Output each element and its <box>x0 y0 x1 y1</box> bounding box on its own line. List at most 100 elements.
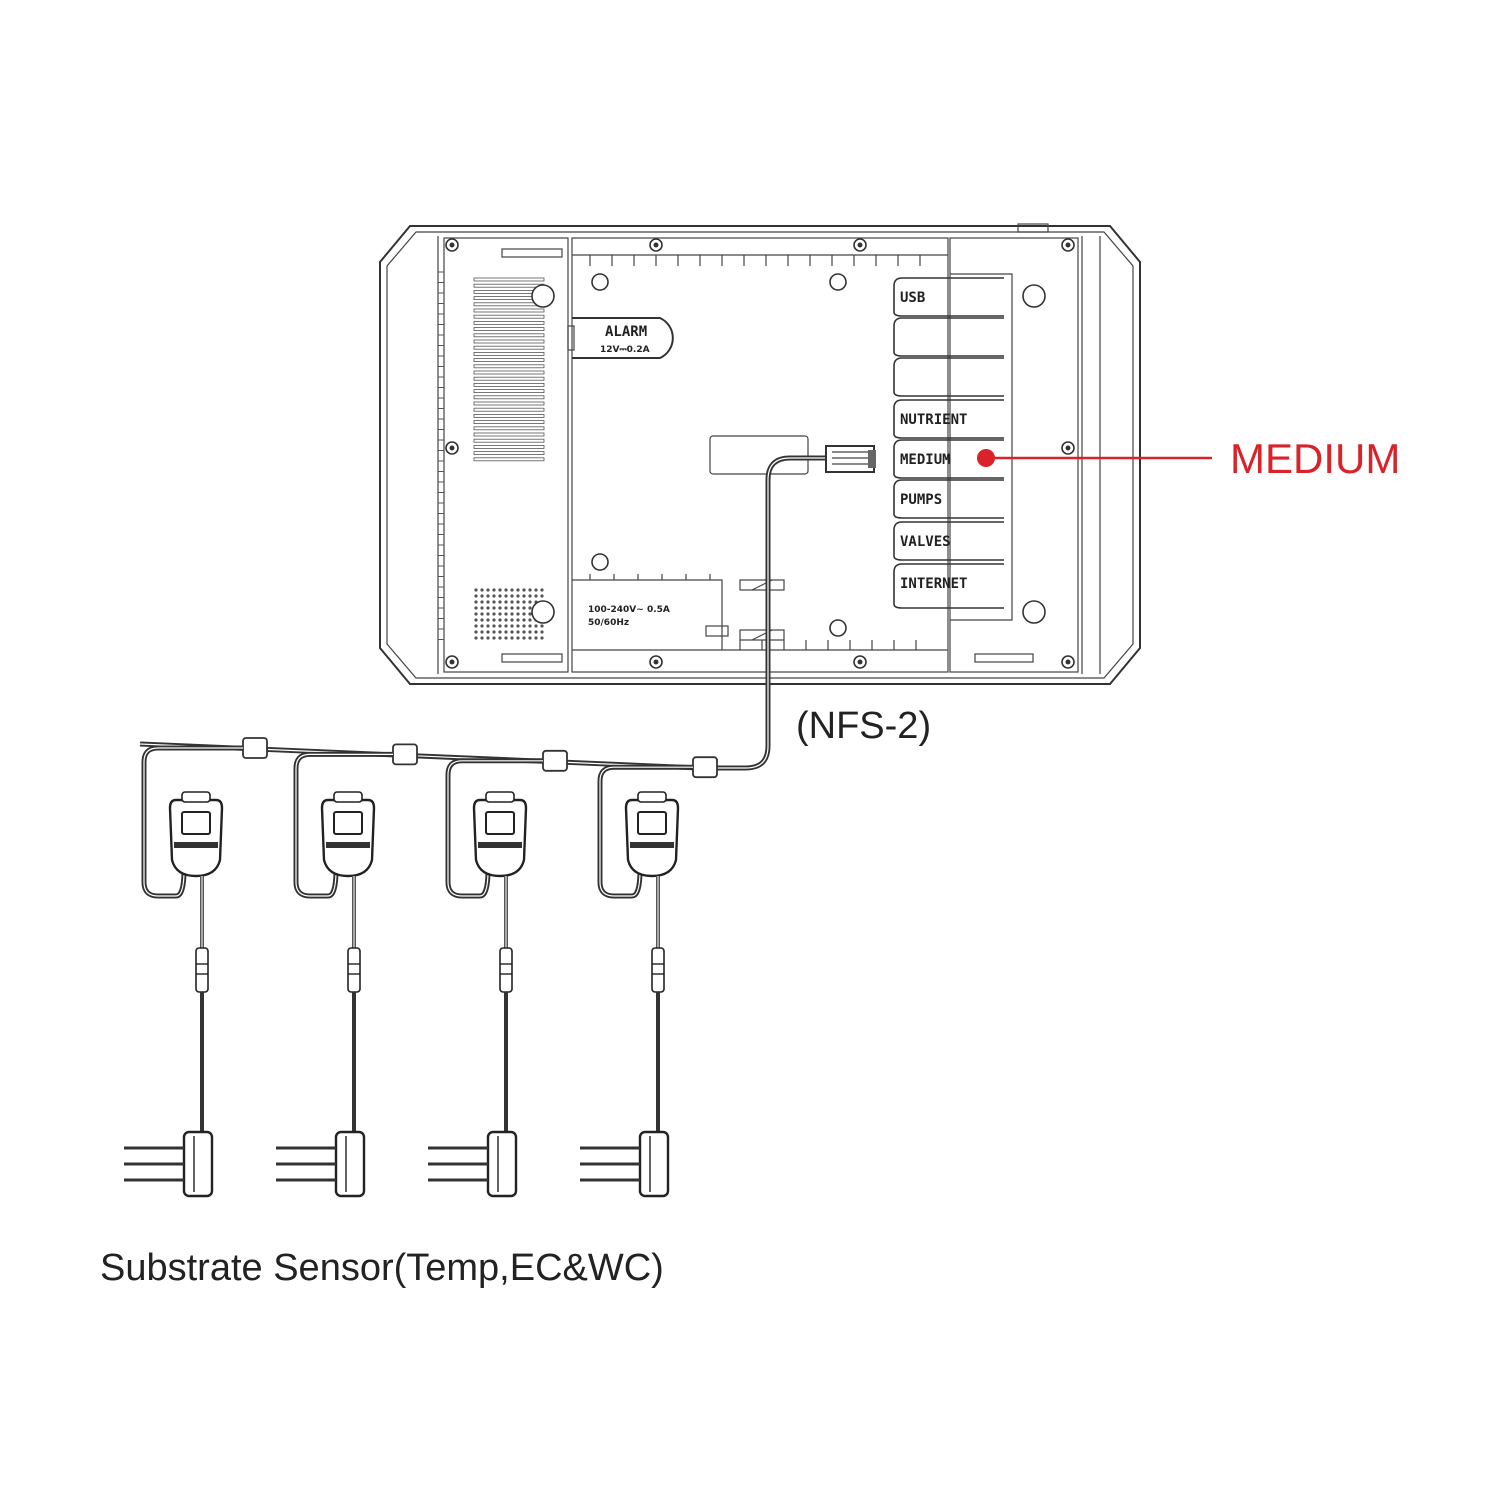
grille-dot <box>528 606 532 610</box>
port-slot <box>893 399 1004 439</box>
grille-dot <box>522 636 526 640</box>
vent-slot <box>473 426 545 431</box>
mounting-screws <box>445 238 1075 669</box>
vent-slot <box>473 438 545 443</box>
tee-connector <box>542 749 568 772</box>
vent-slots <box>473 277 545 462</box>
vent-slot <box>473 451 545 456</box>
grille-dot <box>486 624 490 628</box>
screw-head <box>1065 242 1071 248</box>
grille-dot <box>510 606 514 610</box>
edge-ticks <box>438 271 444 640</box>
grille-dot <box>534 594 538 598</box>
grille-dot <box>480 612 484 616</box>
power-rating-1: 100-240V~ 0.5A <box>588 605 670 615</box>
grille-dot <box>510 630 514 634</box>
port-slot <box>893 317 1004 357</box>
node-band <box>630 842 674 848</box>
grille-dot <box>516 600 520 604</box>
grille-dot <box>534 630 538 634</box>
mount-hole <box>531 284 555 308</box>
drop-cable-highlight <box>295 753 393 897</box>
grille-dot <box>522 594 526 598</box>
grille-dot <box>480 594 484 598</box>
grille-dot <box>474 618 478 622</box>
grille-dot <box>480 600 484 604</box>
grille-dot <box>504 594 508 598</box>
controller-unit: ALARM 12V⎓0.2A 100-240V~ 0.5A 50/60Hz US… <box>379 223 1141 685</box>
inline-connector <box>651 947 665 993</box>
sensor-unit <box>580 756 718 1198</box>
grille-dot <box>474 594 478 598</box>
inline-connector <box>499 947 513 993</box>
grille-dot <box>492 606 496 610</box>
grille-dot <box>522 612 526 616</box>
vent-slot <box>473 432 545 437</box>
screw-head <box>857 659 863 665</box>
grille-dot <box>504 600 508 604</box>
alarm-label: ALARM <box>605 324 647 340</box>
grille-dot <box>504 606 508 610</box>
grille-dot <box>516 630 520 634</box>
grille-dot <box>522 630 526 634</box>
vent-slot <box>473 413 545 418</box>
mount-hole <box>591 553 609 571</box>
port-label: NUTRIENT <box>900 412 967 428</box>
mount-hole <box>1022 600 1046 624</box>
vent-slot <box>473 314 545 319</box>
vent-slot <box>473 444 545 449</box>
grille-dot <box>504 624 508 628</box>
grille-dot <box>516 636 520 640</box>
grille-dot <box>498 618 502 622</box>
vent-slot <box>473 327 545 332</box>
drop-cable-highlight <box>143 747 243 897</box>
mount-hole <box>591 273 609 291</box>
grille-dot <box>498 612 502 616</box>
grille-dot <box>498 636 502 640</box>
grille-dot <box>480 624 484 628</box>
grille-dot <box>474 612 478 616</box>
sensor-unit <box>276 743 418 1198</box>
grille-dot <box>480 588 484 592</box>
grille-dot <box>486 600 490 604</box>
grille-dot <box>510 618 514 622</box>
grille-dot <box>540 588 544 592</box>
nfs-2-cable <box>700 445 876 771</box>
grille-dot <box>516 612 520 616</box>
grille-dot <box>474 630 478 634</box>
vent-slot <box>473 401 545 406</box>
grille-dot <box>486 612 490 616</box>
port-label: PUMPS <box>900 492 942 508</box>
grille-dot <box>522 618 526 622</box>
grille-dot <box>492 594 496 598</box>
vent-slot <box>473 382 545 387</box>
port-label: INTERNET <box>900 576 967 592</box>
screw-head <box>449 242 455 248</box>
vent-slot <box>473 407 545 412</box>
grille-dot <box>498 594 502 598</box>
grille-dot <box>510 612 514 616</box>
node-band <box>174 842 218 848</box>
grille-dot <box>540 624 544 628</box>
cable-clips <box>739 579 785 641</box>
grille-dot <box>474 636 478 640</box>
screw-head <box>653 242 659 248</box>
probe-head <box>638 1130 670 1198</box>
grille-dot <box>528 630 532 634</box>
screw-head <box>857 242 863 248</box>
vent-slot <box>473 302 545 307</box>
tee-connector <box>392 743 418 766</box>
port-slot <box>893 521 1004 561</box>
grille-dot <box>492 588 496 592</box>
grille-dot <box>480 636 484 640</box>
callout-dot <box>977 449 995 467</box>
vent-slot <box>473 277 545 282</box>
grille-dot <box>510 624 514 628</box>
grille-dot <box>474 600 478 604</box>
screw-head <box>449 445 455 451</box>
vent-slot <box>473 320 545 325</box>
tee-connector <box>692 756 718 779</box>
grille-dot <box>534 636 538 640</box>
rj45-plug <box>825 445 876 473</box>
